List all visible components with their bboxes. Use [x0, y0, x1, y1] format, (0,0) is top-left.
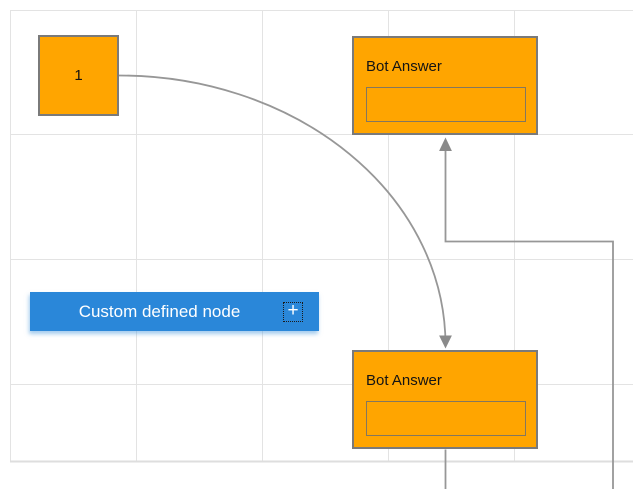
grid-horizontal-lines [10, 10, 633, 385]
orthogonal-connector[interactable] [444, 150, 614, 489]
connector-layer [118, 74, 614, 489]
bot-answer-bottom-title: Bot Answer [366, 372, 442, 389]
start-node[interactable]: 1 [38, 35, 119, 116]
plus-icon: + [287, 299, 299, 321]
bot-answer-node-bottom[interactable]: Bot Answer [352, 350, 538, 449]
bot-answer-node-top[interactable]: Bot Answer [352, 36, 538, 135]
grid-vertical-lines [10, 10, 515, 462]
bot-answer-top-input[interactable] [366, 87, 526, 122]
bot-answer-top-title: Bot Answer [366, 58, 442, 75]
start-node-label: 1 [74, 67, 83, 84]
curved-connector[interactable] [118, 74, 447, 346]
grid-lines [10, 10, 633, 463]
add-port-button[interactable]: + [283, 299, 303, 322]
custom-defined-node-label: Custom defined node [78, 301, 241, 321]
curved-connector-arrowhead-down-icon [439, 335, 452, 349]
custom-defined-node[interactable]: Custom defined node + [30, 292, 319, 331]
orthogonal-connector-arrowhead-up-icon [439, 137, 452, 151]
bot-answer-bottom-input[interactable] [366, 401, 526, 436]
